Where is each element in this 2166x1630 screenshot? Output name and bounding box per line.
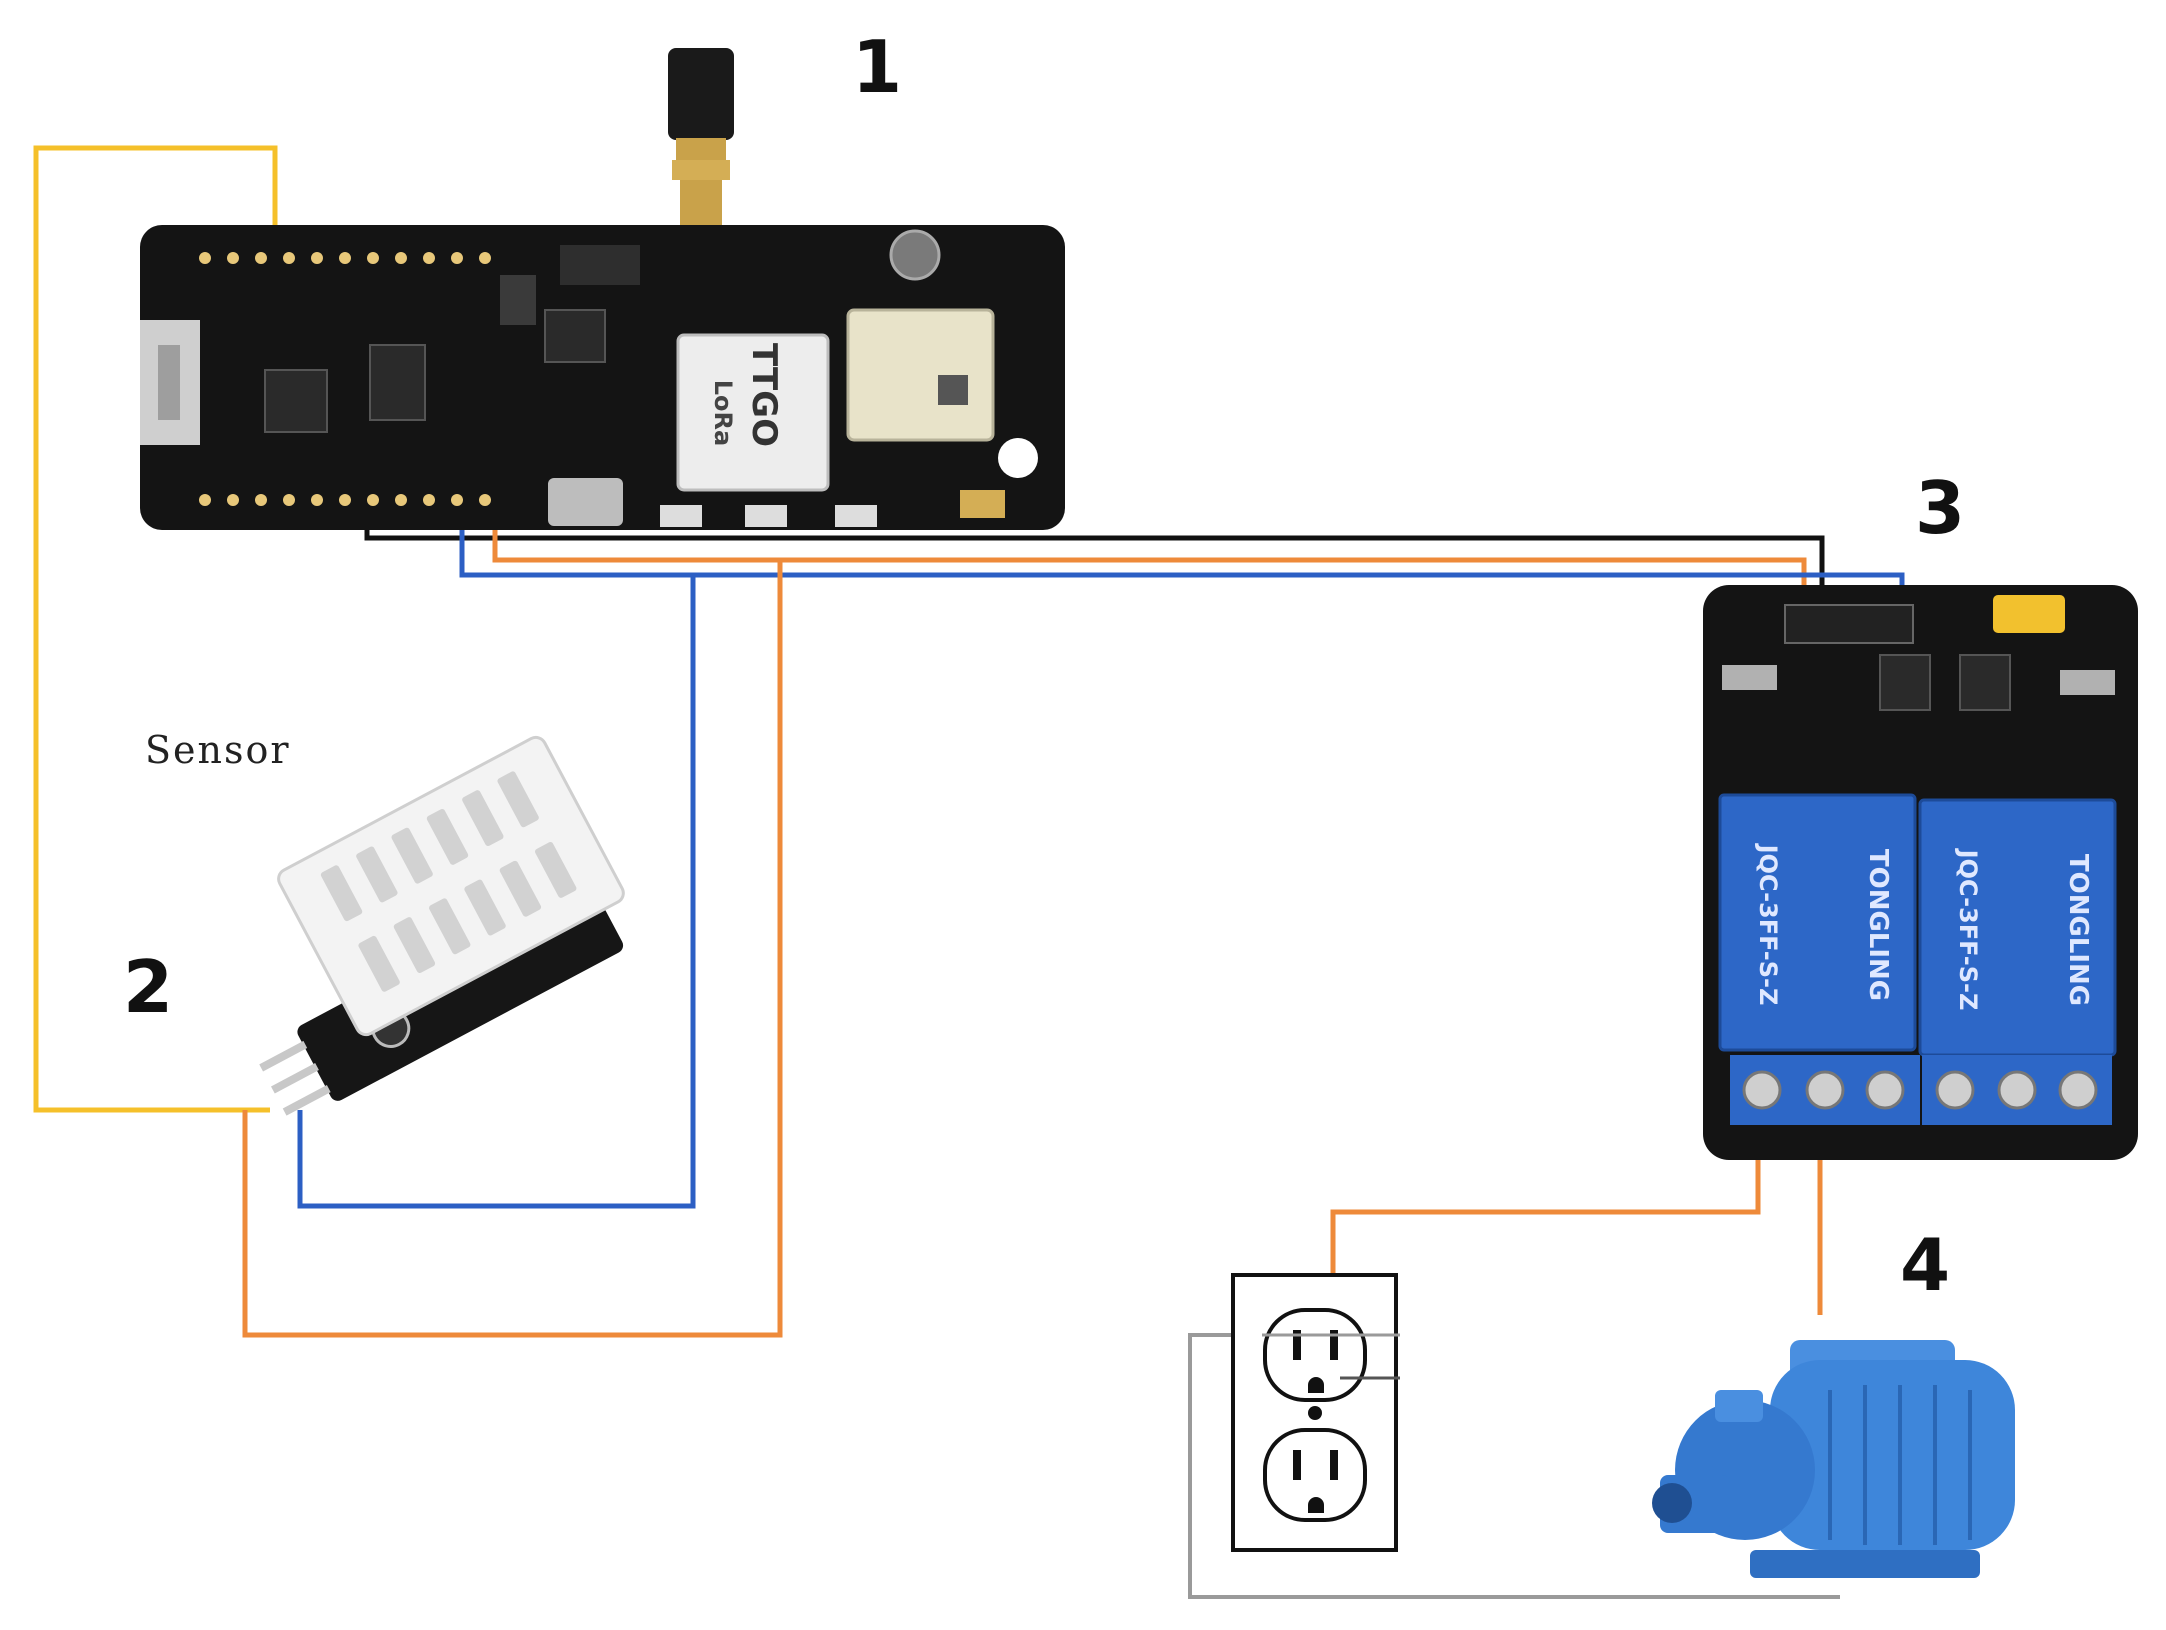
orange-wire-outlet xyxy=(1330,1135,1761,1325)
board-pcb xyxy=(140,225,1065,530)
marker-1: 1 xyxy=(852,25,902,109)
blue-wire-sensor xyxy=(297,575,696,1209)
sensor-label: Sensor xyxy=(145,728,291,772)
lora-text: LoRa xyxy=(709,380,737,446)
pin-headers xyxy=(199,252,491,506)
relay-model-1: JQC-3FF-S-Z xyxy=(1754,843,1782,1006)
lora-board: TTGO LoRa xyxy=(140,48,1065,530)
marker-4: 4 xyxy=(1900,1223,1950,1307)
relay-brand-1: TONGLING xyxy=(1863,849,1893,1001)
marker-2: 2 xyxy=(123,945,173,1029)
dht-sensor xyxy=(259,735,625,1116)
yellow-wire xyxy=(33,145,278,1113)
marker-3: 3 xyxy=(1915,466,1965,550)
gps-module xyxy=(846,308,995,442)
orange-wire-sensor xyxy=(242,560,783,1338)
relay-brand-2: TONGLING xyxy=(2063,854,2093,1006)
lora-module xyxy=(676,333,830,492)
board-text: TTGO xyxy=(744,343,784,447)
relay-block-1 xyxy=(1718,793,1917,1052)
relay-module: TONGLING JQC-3FF-S-Z TONGLING JQC-3FF-S-… xyxy=(1703,585,2138,1160)
water-pump xyxy=(1652,1340,2015,1578)
antenna-icon xyxy=(668,48,734,140)
wall-outlet xyxy=(1231,1273,1400,1552)
relay-model-2: JQC-3FF-S-Z xyxy=(1954,848,1982,1011)
gray-wire xyxy=(1188,1333,1840,1599)
dht-housing xyxy=(277,735,625,1037)
